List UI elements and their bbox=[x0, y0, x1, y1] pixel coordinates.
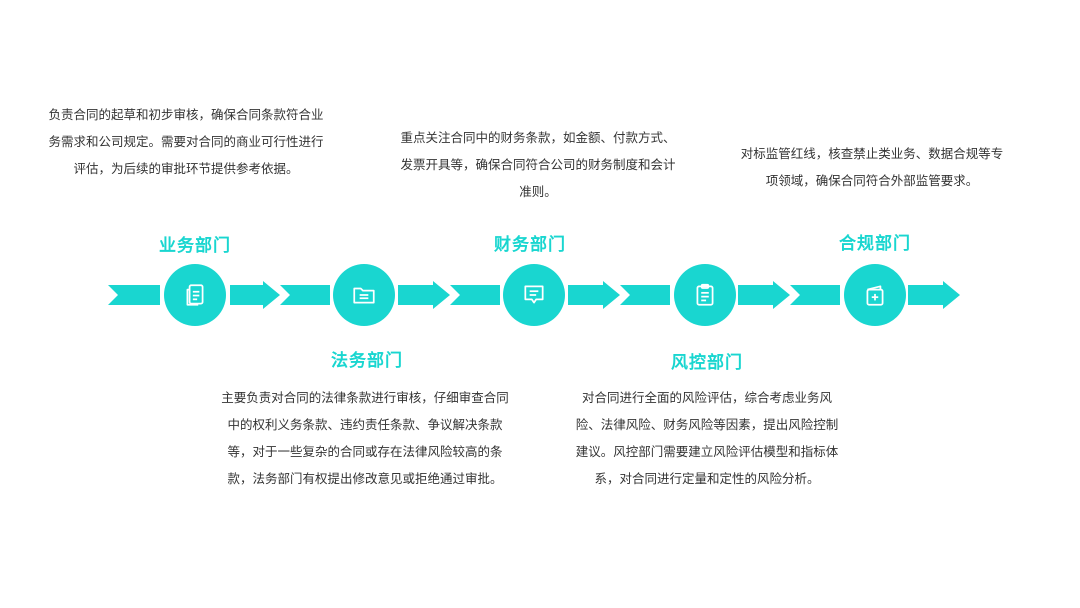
stage-2-title: 法务部门 bbox=[331, 351, 403, 371]
stage-2-description: 主要负责对合同的法律条款进行审核，仔细审查合同中的权利义务条款、违约责任条款、争… bbox=[221, 390, 509, 486]
stage-5-title: 合规部门 bbox=[839, 234, 911, 254]
stage-3-description: 重点关注合同中的财务条款，如金额、付款方式、发票开具等，确保合同符合公司的财务制… bbox=[400, 130, 676, 199]
message-icon bbox=[524, 285, 544, 304]
stage-4-circle bbox=[674, 264, 736, 326]
clipboard-icon bbox=[696, 283, 714, 306]
document-icon bbox=[186, 284, 204, 306]
folder-icon bbox=[353, 287, 375, 304]
stage-5-description: 对标监管红线，核查禁止类业务、数据合规等专项领域，确保合同符合外部监管要求。 bbox=[740, 146, 1004, 188]
stage-5-circle bbox=[844, 264, 906, 326]
stage-1-description: 负责合同的起草和初步审核，确保合同条款符合业务需求和公司规定。需要对合同的商业可… bbox=[48, 107, 324, 176]
stage-4-description: 对合同进行全面的风险评估，综合考虑业务风险、法律风险、财务风险等因素，提出风险控… bbox=[575, 390, 839, 486]
stage-3-circle bbox=[503, 264, 565, 326]
medical-book-icon bbox=[866, 285, 884, 306]
stage-2-circle bbox=[333, 264, 395, 326]
stage-1-circle bbox=[164, 264, 226, 326]
stage-1-title: 业务部门 bbox=[159, 236, 231, 256]
stage-3-title: 财务部门 bbox=[494, 235, 566, 255]
stage-4-title: 风控部门 bbox=[671, 353, 743, 373]
